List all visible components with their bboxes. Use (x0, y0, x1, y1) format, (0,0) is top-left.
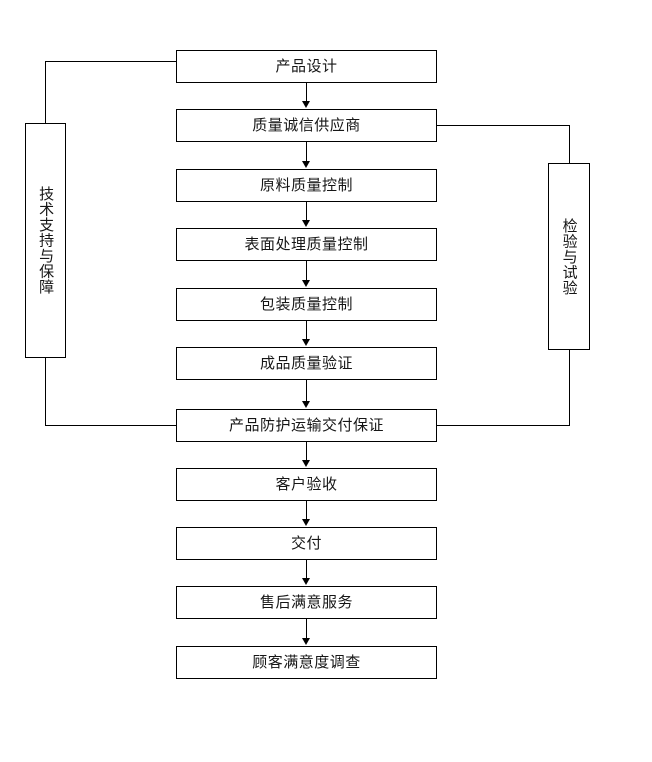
node-surface-treatment[interactable]: 表面处理质量控制 (176, 228, 437, 261)
node-delivery[interactable]: 交付 (176, 527, 437, 560)
node-label-packaging-control: 包装质量控制 (259, 295, 353, 313)
node-packaging-control[interactable]: 包装质量控制 (176, 288, 437, 321)
node-label-finished-verification: 成品质量验证 (259, 354, 353, 372)
arrow-head-6 (302, 401, 310, 408)
node-label-customer-acceptance: 客户验收 (275, 475, 338, 493)
node-technical-support[interactable]: 技术支持与保障 (25, 123, 66, 358)
node-label-raw-material-control: 原料质量控制 (259, 176, 353, 194)
node-label-quality-supplier: 质量诚信供应商 (252, 116, 361, 134)
node-customer-acceptance[interactable]: 客户验收 (176, 468, 437, 501)
node-label-satisfaction-survey: 顾客满意度调查 (252, 653, 361, 671)
arrow-line-1 (306, 83, 307, 102)
arrow-head-2 (302, 161, 310, 168)
node-satisfaction-survey[interactable]: 顾客满意度调查 (176, 646, 437, 679)
arrow-head-7 (302, 460, 310, 467)
node-label-product-design: 产品设计 (275, 57, 338, 75)
arrow-head-1 (302, 101, 310, 108)
arrow-line-3 (306, 202, 307, 221)
arrow-line-2 (306, 142, 307, 162)
node-protective-delivery[interactable]: 产品防护运输交付保证 (176, 409, 437, 442)
node-quality-supplier[interactable]: 质量诚信供应商 (176, 109, 437, 142)
arrow-line-8 (306, 501, 307, 520)
arrow-head-3 (302, 220, 310, 227)
node-label-delivery: 交付 (290, 534, 322, 552)
arrow-head-9 (302, 578, 310, 585)
connector-inspection-down (569, 125, 570, 164)
node-finished-verification[interactable]: 成品质量验证 (176, 347, 437, 380)
node-label-protective-delivery: 产品防护运输交付保证 (228, 416, 384, 434)
node-label-technical-support: 技术支持与保障 (37, 186, 56, 295)
connector-tech-support-to-protective (45, 425, 177, 426)
connector-tech-support-up (45, 61, 46, 123)
node-label-surface-treatment: 表面处理质量控制 (244, 235, 369, 253)
arrow-head-4 (302, 280, 310, 287)
node-label-after-sales-service: 售后满意服务 (259, 593, 353, 611)
arrow-line-10 (306, 619, 307, 639)
connector-tech-support-to-design (45, 61, 177, 62)
connector-inspection-bottom-down (569, 349, 570, 426)
arrow-line-9 (306, 560, 307, 579)
arrow-head-8 (302, 519, 310, 526)
arrow-line-5 (306, 321, 307, 340)
arrow-line-7 (306, 442, 307, 461)
arrow-line-6 (306, 380, 307, 402)
node-inspection-test[interactable]: 检验与试验 (548, 163, 590, 350)
node-product-design[interactable]: 产品设计 (176, 50, 437, 83)
connector-tech-support-down (45, 357, 46, 426)
connector-supplier-to-inspection (436, 125, 570, 126)
arrow-head-5 (302, 339, 310, 346)
arrow-head-10 (302, 638, 310, 645)
arrow-line-4 (306, 261, 307, 281)
node-raw-material-control[interactable]: 原料质量控制 (176, 169, 437, 202)
connector-inspection-to-protective (436, 425, 570, 426)
node-after-sales-service[interactable]: 售后满意服务 (176, 586, 437, 619)
node-label-inspection-test: 检验与试验 (560, 217, 579, 296)
